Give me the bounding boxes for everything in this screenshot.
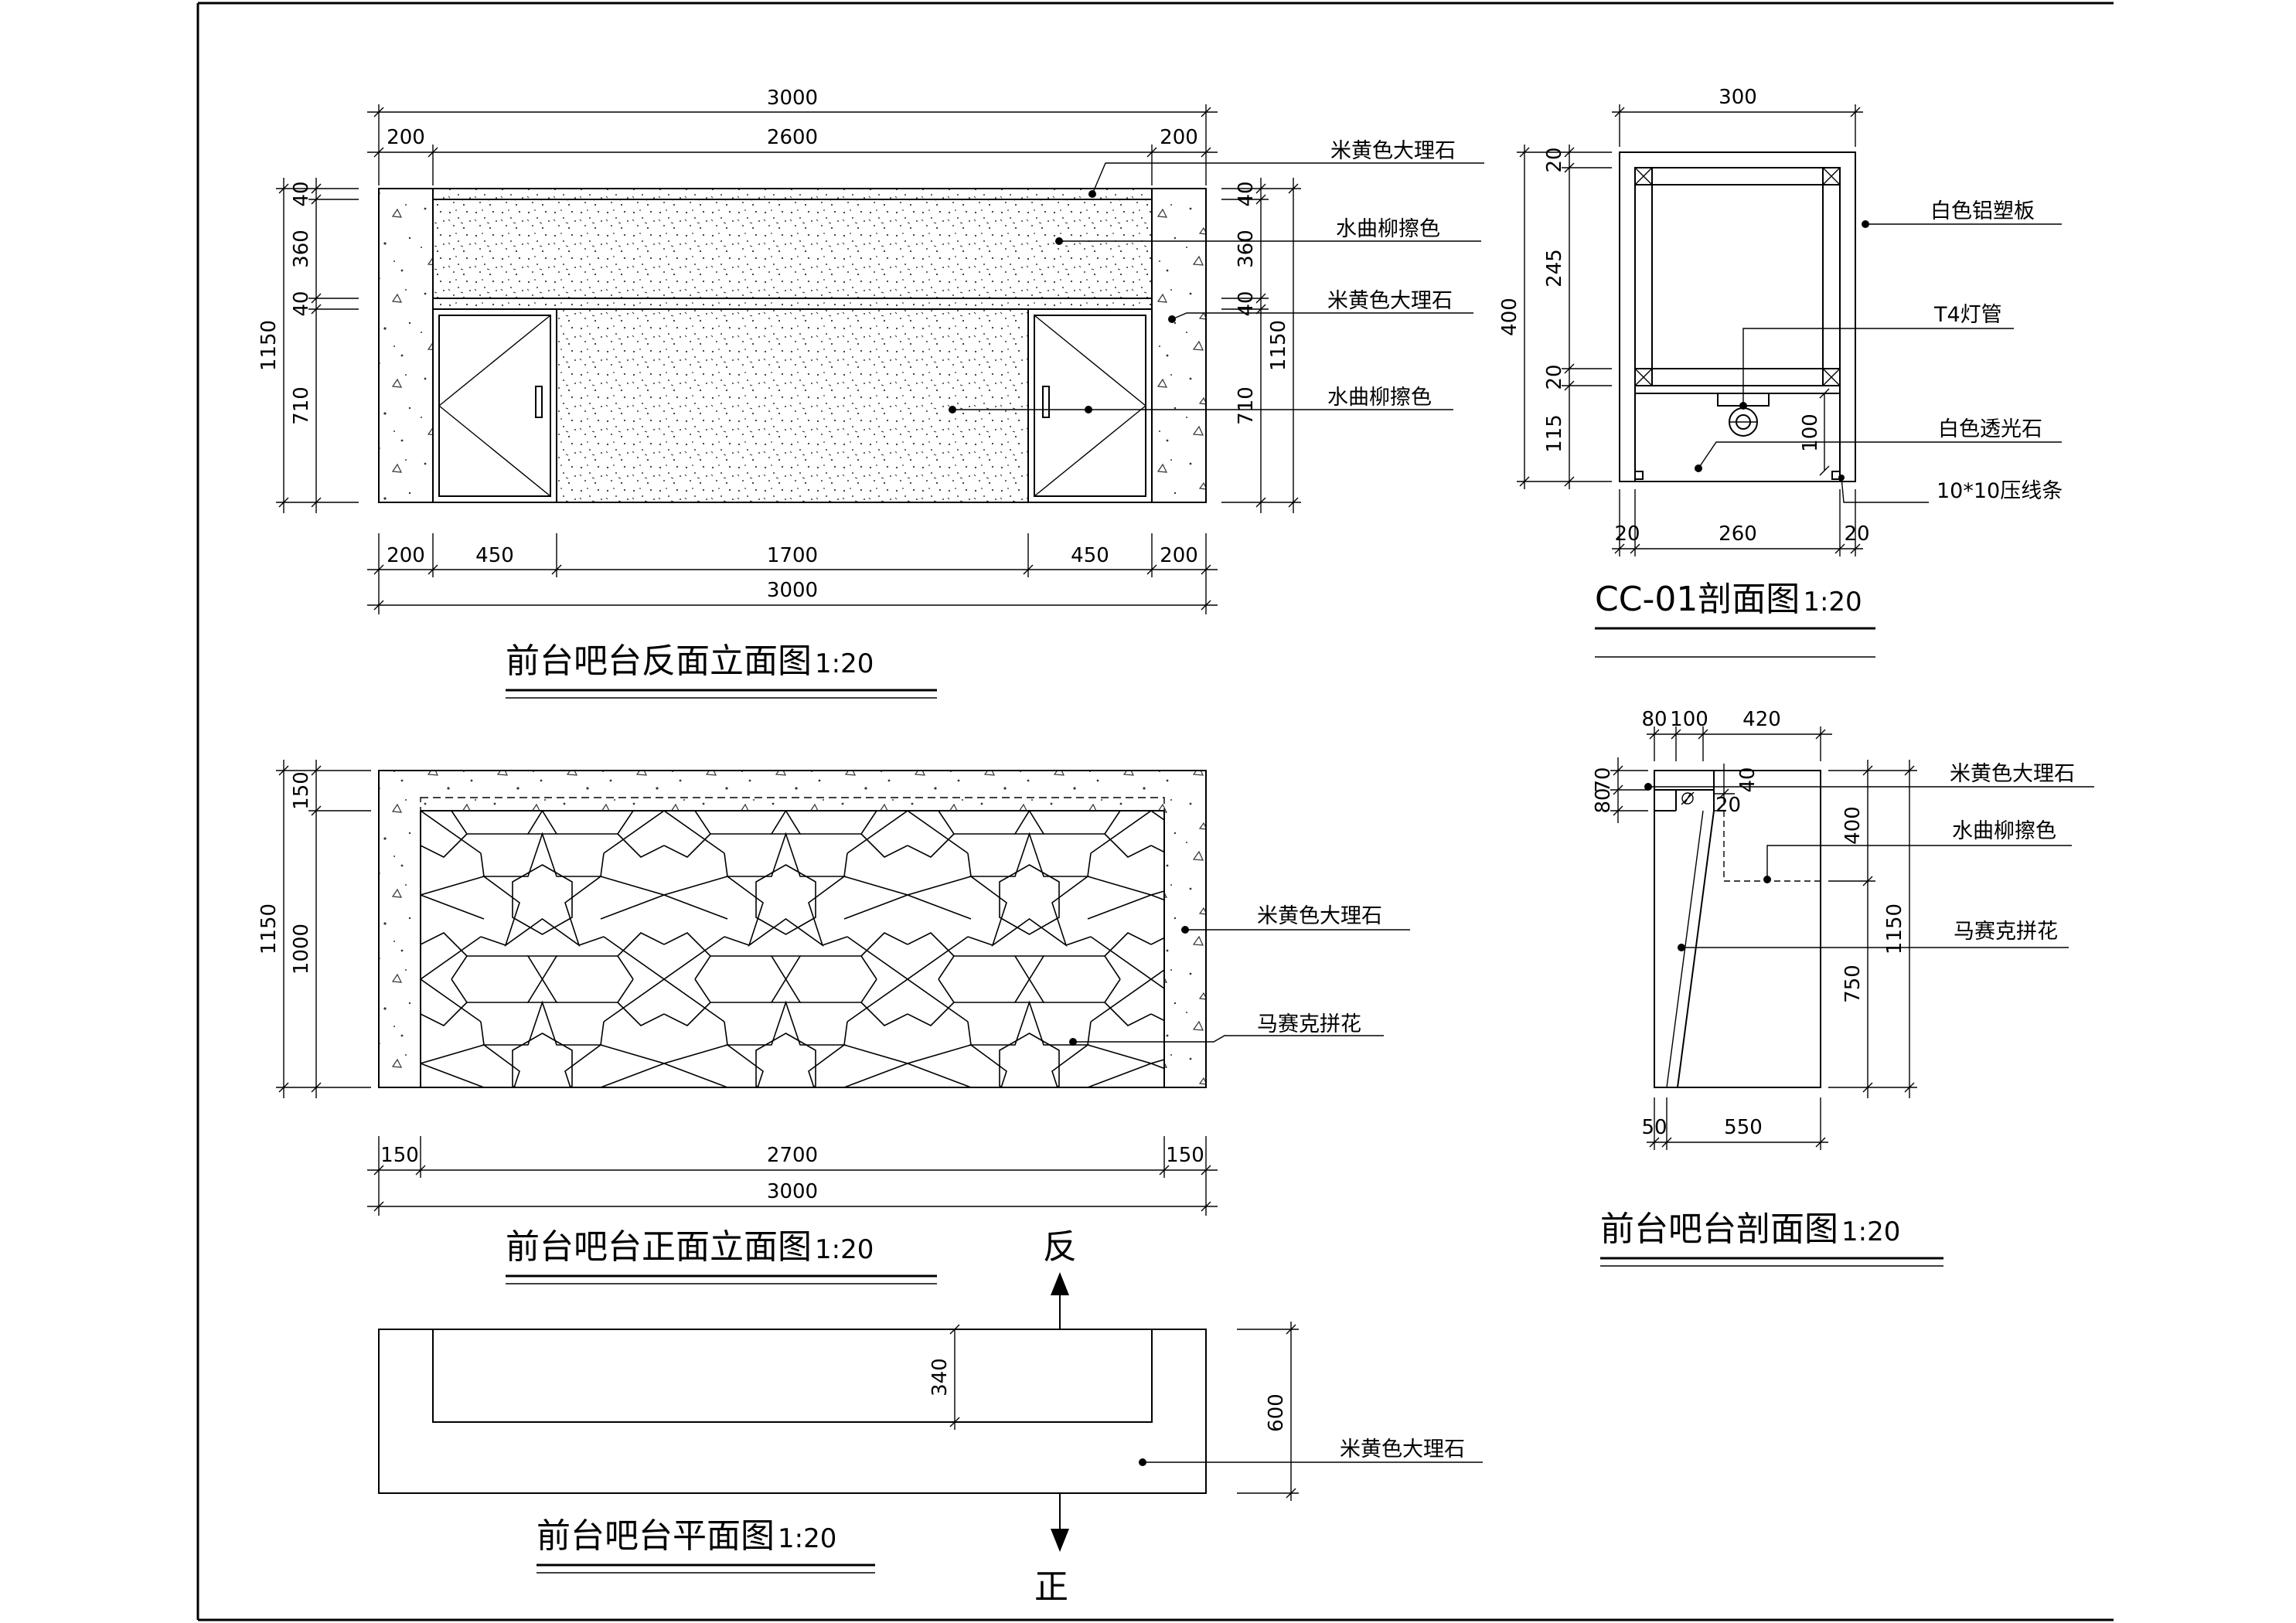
cc01-bottom-seg-2: 260	[1719, 522, 1757, 546]
back-top-seg-3: 200	[1160, 126, 1198, 149]
left-door-handle	[535, 386, 543, 418]
right-door-handle	[1042, 386, 1050, 418]
right-marble-column	[1152, 189, 1206, 502]
bar-bottom-seg-2: 550	[1724, 1116, 1763, 1139]
left-marble-column	[379, 189, 433, 502]
plan-direction-back: 反	[1043, 1227, 1077, 1267]
back-bottom-seg-3: 1700	[767, 544, 818, 567]
right-cabinet-door	[1027, 308, 1153, 503]
bar-top-seg-2: 100	[1670, 708, 1708, 731]
front-left-seg-2: 1000	[290, 924, 313, 975]
cc01-left-total: 400	[1498, 298, 1521, 336]
back-top-seg-2: 2600	[767, 126, 818, 149]
bar-section-outline	[1654, 770, 1821, 1088]
cc01-section-view: 100 300 400 20 245 20 115	[1498, 86, 2063, 658]
back-right-seg-2: 360	[1235, 230, 1258, 268]
cc01-left-seg-2: 245	[1543, 249, 1566, 288]
cc01-label-trim: 10*10压线条	[1937, 479, 2063, 503]
bar-left-seg-1: 70	[1592, 767, 1615, 792]
cc01-label-light-stone: 白色透光石	[1938, 417, 2042, 441]
back-left-seg-3: 40	[290, 291, 313, 316]
bar-right-total: 1150	[1883, 903, 1906, 954]
back-right-seg-4: 710	[1235, 386, 1258, 425]
back-label-ash-bottom: 水曲柳擦色	[1327, 386, 1432, 410]
back-bottom-seg-2: 450	[475, 544, 514, 567]
bar-bottom-seg-1: 50	[1641, 1116, 1667, 1139]
front-elevation-view: 1150 150 1000 150 2700 150 3000 米黄色大理石 马…	[257, 760, 1410, 1284]
front-bottom-total: 3000	[767, 1180, 818, 1203]
back-bottom-seg-1: 200	[387, 544, 425, 567]
back-right-seg-3: 40	[1235, 291, 1258, 316]
plan-direction-front: 正	[1034, 1567, 1068, 1607]
front-label-marble: 米黄色大理石	[1257, 904, 1382, 928]
plan-depth-dim: 600	[1265, 1393, 1288, 1432]
cc01-inner-dim: 100	[1799, 413, 1822, 452]
back-top-total: 3000	[767, 87, 818, 110]
back-label-marble-top: 米黄色大理石	[1330, 139, 1456, 163]
mosaic-panel	[421, 811, 1164, 1087]
bar-right-seg-1: 400	[1841, 806, 1865, 845]
arrow-down-icon	[1051, 1529, 1069, 1552]
back-bottom-seg-5: 200	[1160, 544, 1198, 567]
back-left-seg-4: 710	[290, 386, 313, 425]
plan-label-marble: 米黄色大理石	[1340, 1438, 1465, 1461]
front-bottom-seg-3: 150	[1166, 1144, 1204, 1167]
back-right-seg-1: 40	[1235, 181, 1258, 206]
front-outline	[378, 770, 1207, 1088]
back-left-seg-1: 40	[290, 181, 313, 206]
front-label-mosaic: 马赛克拼花	[1257, 1012, 1361, 1036]
back-label-marble-side: 米黄色大理石	[1327, 289, 1453, 313]
back-top-seg-1: 200	[387, 126, 425, 149]
back-left-seg-2: 360	[290, 230, 313, 268]
sheet-border	[196, 2, 2114, 1621]
front-bottom-seg-1: 150	[380, 1144, 419, 1167]
left-cabinet-door	[432, 308, 557, 503]
bar-small-dim-40: 40	[1736, 767, 1759, 792]
cc01-label-panel: 白色铝塑板	[1930, 199, 2035, 223]
arrow-up-icon	[1051, 1272, 1069, 1295]
back-left-total: 1150	[257, 320, 281, 371]
bar-top-seg-1: 80	[1641, 708, 1667, 731]
cc01-outline	[1619, 151, 1856, 482]
plan-inner-dim: 340	[928, 1358, 952, 1397]
back-bottom-seg-4: 450	[1071, 544, 1109, 567]
back-bottom-total: 3000	[767, 579, 818, 602]
back-outline	[378, 188, 1207, 503]
bar-small-dim-20: 20	[1715, 794, 1741, 817]
cc01-bottom-seg-3: 20	[1844, 522, 1869, 546]
front-left-seg-1: 150	[290, 771, 313, 810]
back-right-total: 1150	[1267, 320, 1290, 371]
cc01-left-seg-4: 115	[1543, 414, 1566, 453]
bar-label-ash: 水曲柳擦色	[1952, 819, 2056, 843]
back-label-ash-top: 水曲柳擦色	[1336, 217, 1440, 241]
cc01-label-tube: T4灯管	[1933, 303, 2002, 327]
cc01-left-seg-1: 20	[1543, 147, 1566, 172]
bar-top-seg-3: 420	[1742, 708, 1781, 731]
cc01-left-seg-3: 20	[1543, 364, 1566, 390]
bar-left-seg-2: 80	[1592, 788, 1615, 813]
bar-label-marble: 米黄色大理石	[1950, 762, 2075, 786]
cc01-bottom-seg-1: 20	[1614, 522, 1640, 546]
cc01-top-dim: 300	[1719, 86, 1757, 109]
bar-right-seg-2: 750	[1841, 965, 1865, 1003]
bar-section-view: 80 100 420 70 80 40 20 400	[1592, 708, 2094, 1267]
front-left-total: 1150	[257, 903, 281, 954]
plan-outline	[378, 1329, 1207, 1494]
front-bottom-seg-2: 2700	[767, 1144, 818, 1167]
bar-label-mosaic: 马赛克拼花	[1954, 920, 2058, 944]
back-elevation-view: 3000 200 2600 200 200 450 1700 450 200 3…	[257, 87, 1484, 699]
